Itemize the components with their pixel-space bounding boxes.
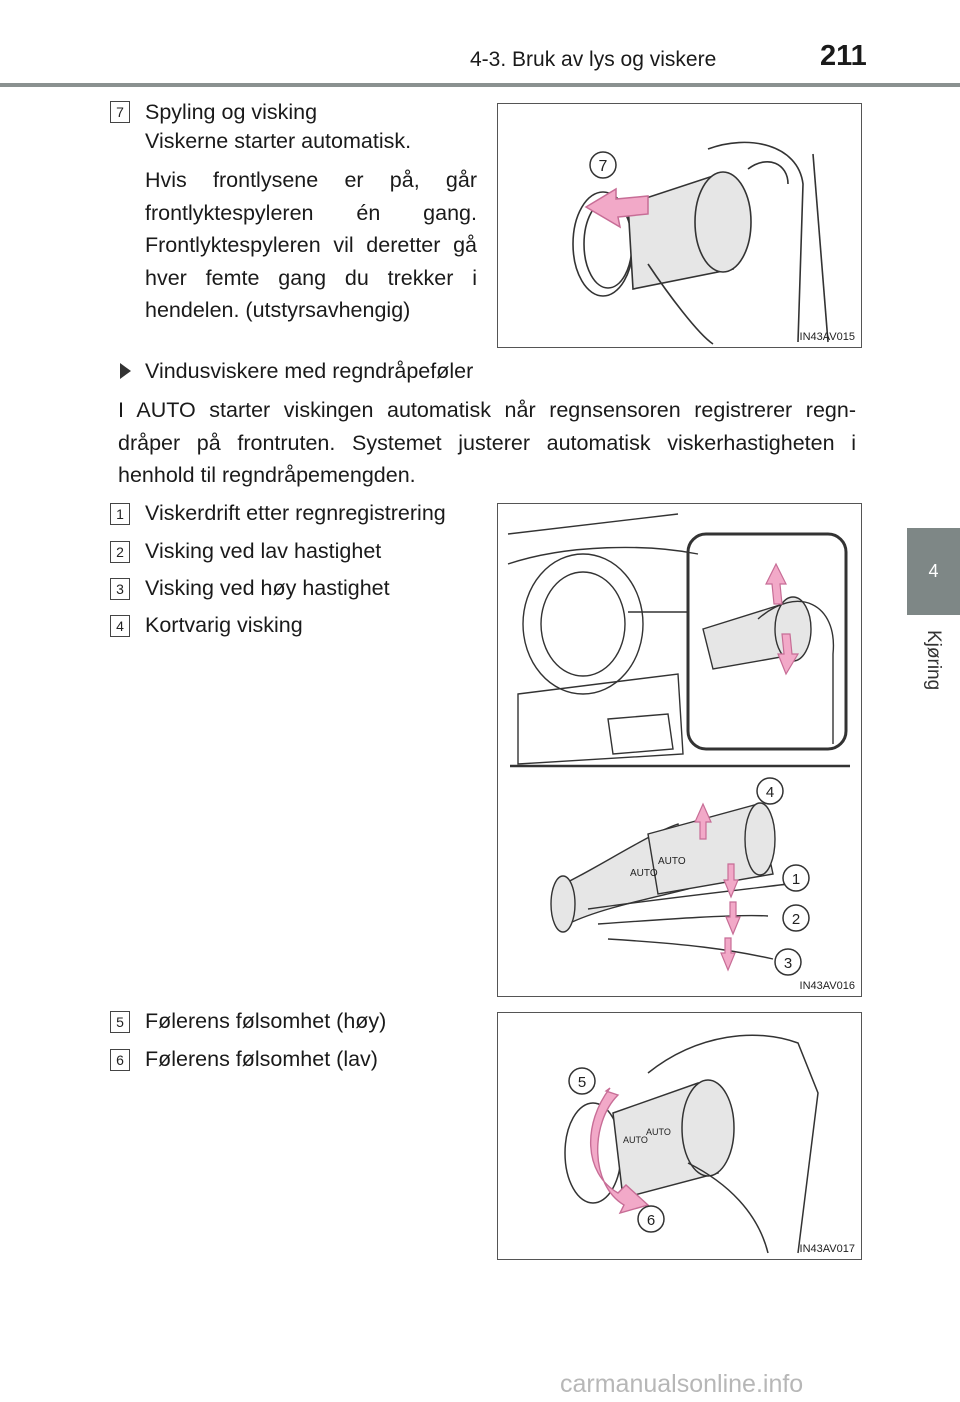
lever-auto-label-4: AUTO — [646, 1127, 671, 1137]
rain-heading: Vindusviskere med regndråpeføler — [145, 359, 474, 383]
lever-auto-label-2: AUTO — [658, 856, 686, 867]
item7-line2: Viskerne starter automatisk. — [145, 129, 412, 153]
callout-7 — [589, 151, 617, 179]
illustration-rain: AUTO AUTO 4 1 2 3 — [507, 513, 850, 976]
lever-auto-label: AUTO — [630, 868, 658, 879]
callout-1 — [782, 864, 810, 892]
callout-6-label: 6 — [647, 1212, 655, 1229]
list-item-3: Visking ved høy hastighet — [145, 576, 390, 600]
callout-3 — [774, 948, 802, 976]
item7-title: Spyling og visking — [145, 100, 318, 124]
item7-paragraph: Hvis frontlysene er på, går frontlyktesp… — [145, 168, 477, 322]
page-number: 211 — [820, 40, 867, 72]
figure-rain-sensor: AUTO AUTO 4 1 2 3 IN43AV016 — [497, 503, 862, 997]
callout-5-label: 5 — [578, 1074, 586, 1091]
callout-5 — [568, 1067, 596, 1095]
figure-code: IN43AV016 — [799, 980, 855, 992]
sensitivity-high: Følerens følsomhet (høy) — [145, 1009, 387, 1033]
badge-1: 1 — [110, 503, 130, 525]
header-rule — [0, 83, 960, 87]
callout-2 — [782, 904, 810, 932]
section-title: 4-3. Bruk av lys og viskere — [470, 48, 717, 71]
lever-auto-label-3: AUTO — [623, 1135, 648, 1145]
callout-4-label: 4 — [766, 784, 774, 801]
triangle-bullet-icon — [120, 363, 131, 379]
figure-wash-lever: 7 IN43AV015 — [497, 103, 862, 348]
badge-4: 4 — [110, 615, 130, 637]
callout-4 — [756, 777, 784, 805]
callout-1-label: 1 — [792, 871, 800, 888]
list-item-2: Visking ved lav hastighet — [145, 539, 382, 563]
list-item-1: Viskerdrift etter regnregistrering — [145, 501, 446, 525]
sensitivity-low: Følerens følsomhet (lav) — [145, 1047, 378, 1071]
rain-body: I AUTO starter viskingen automatisk når … — [118, 398, 856, 487]
badge-7: 7 — [110, 101, 130, 123]
badge-6: 6 — [110, 1049, 130, 1071]
illustration-sensitivity: AUTO AUTO 5 6 — [564, 1034, 819, 1254]
watermark: carmanualsonline.info — [560, 1370, 804, 1398]
callout-7-label: 7 — [599, 158, 608, 175]
illustration-wash: 7 — [572, 141, 829, 345]
chapter-title: Kjøring — [923, 630, 944, 691]
callout-3-label: 3 — [784, 955, 792, 972]
figure-sensitivity-ring: AUTO AUTO 5 6 IN43AV017 — [497, 1012, 862, 1260]
badge-3: 3 — [110, 578, 130, 600]
chapter-tab[interactable]: 4 — [907, 528, 960, 615]
callout-6 — [637, 1205, 665, 1233]
figure-code: IN43AV017 — [799, 1243, 855, 1255]
badge-2: 2 — [110, 541, 130, 563]
callout-2-label: 2 — [792, 911, 800, 928]
list-item-4: Kortvarig visking — [145, 613, 303, 637]
figure-code: IN43AV015 — [799, 331, 855, 343]
badge-5: 5 — [110, 1011, 130, 1033]
